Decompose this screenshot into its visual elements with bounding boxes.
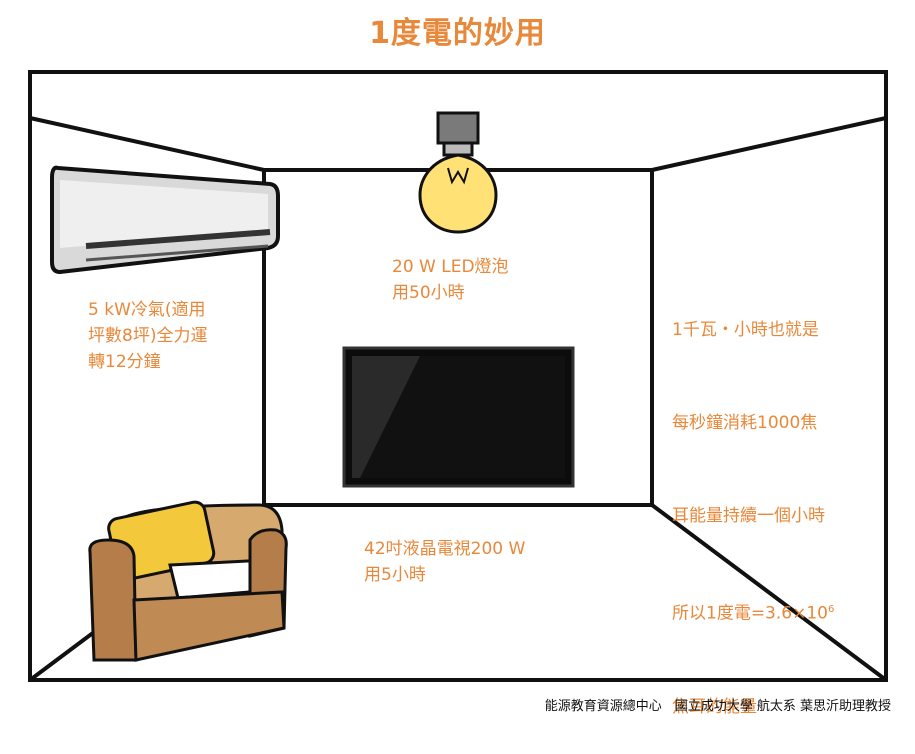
fact-exponent: 6 [827,604,835,615]
page-title: 1度電的妙用 [369,16,546,51]
ceiling-edge-right [651,116,887,172]
armchair-icon [88,500,288,662]
kwh-fact-text: 1千瓦・小時也就是 每秒鐘消耗1000焦 耳能量持續一個小時 所以1度電=3.6… [672,253,834,754]
fact-line: 每秒鐘消耗1000焦 [672,413,818,433]
floor-edge-right [650,503,888,682]
television-icon [342,346,575,488]
fact-line: 耳能量持續一個小時 [672,506,825,526]
light-bulb-icon [418,111,498,234]
bulb-usage-label: 20 W LED燈泡 用50小時 [392,257,509,303]
fact-equation: 所以1度電=3.6×10 [672,603,828,624]
fact-line: 所以1度電=3.6×106 [672,594,834,630]
fact-line: 1千瓦・小時也就是 [672,320,819,340]
ceiling-edge-left [29,116,265,172]
ac-usage-label: 5 kW冷氣(適用 坪數8坪)全力運 轉12分鐘 [88,300,208,372]
air-conditioner-icon [50,165,280,275]
tv-usage-label: 42吋液晶電視200 W 用5小時 [364,539,526,585]
fact-line: 焦耳的能量 [672,696,757,717]
credit-line: 能源教育資源總中心 國立成功大學 航太系 葉思沂助理教授 [544,699,891,714]
room-illustration [28,70,888,682]
